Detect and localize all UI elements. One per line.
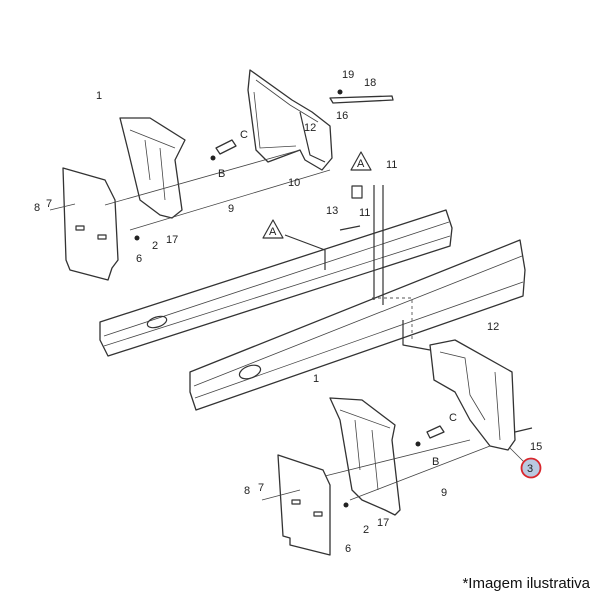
callout-12: 12 [487, 321, 499, 333]
bolt-11 [339, 225, 361, 231]
svg-text:3: 3 [527, 463, 533, 475]
callout-6: 6 [136, 253, 142, 265]
callout-8: 8 [34, 202, 40, 214]
callout-11: 11 [359, 207, 370, 219]
top-callouts: 1 19 18 16 12 C B 11 10 9 13 11 8 7 2 17… [34, 69, 397, 265]
callout-7: 7 [258, 482, 264, 494]
callout-19: 19 [342, 69, 354, 81]
clip-C-top [215, 139, 237, 155]
callout-C: C [449, 412, 457, 424]
callout-11: 11 [386, 159, 397, 171]
callout-8: 8 [244, 485, 250, 497]
callout-9: 9 [441, 487, 447, 499]
clip-C-bottom [426, 425, 445, 439]
callout-15: 15 [530, 441, 542, 453]
rod-18-top [329, 95, 394, 104]
callout-B: B [432, 456, 439, 468]
bolt-15 [514, 427, 533, 433]
callout-16: 16 [336, 110, 348, 122]
callout-1: 1 [96, 90, 102, 102]
bracket-1-bottom [329, 397, 401, 516]
callout-7: 7 [46, 198, 52, 210]
callout-10: 10 [288, 177, 300, 189]
mudflap-6-bottom [277, 454, 331, 556]
callout-2: 2 [363, 524, 369, 536]
svg-text:A: A [269, 226, 277, 238]
nut-2-top [134, 235, 140, 241]
callout-B: B [218, 168, 225, 180]
nut-B-bottom [415, 441, 421, 447]
bottom-callouts: 12 1 C B 15 9 8 7 2 17 6 [244, 321, 542, 555]
section-marker-A-left: A [262, 219, 284, 239]
callout-1: 1 [313, 373, 319, 385]
plate-13 [351, 185, 363, 199]
callout-6: 6 [345, 543, 351, 555]
callout-17: 17 [377, 517, 389, 529]
nut-2-bottom [343, 502, 349, 508]
callout-C: C [240, 129, 248, 141]
bolt-19 [337, 89, 343, 95]
leader-A-top [284, 234, 326, 270]
nut-B-top [210, 155, 216, 161]
callout-18: 18 [364, 77, 376, 89]
callout-9: 9 [228, 203, 234, 215]
mudflap-6-top [62, 167, 119, 281]
bracket-10-top [247, 69, 333, 171]
callout-12: 12 [304, 122, 316, 134]
callout-2: 2 [152, 240, 158, 252]
frame-rail-right [189, 239, 526, 411]
svg-text:A: A [357, 158, 365, 170]
bracket-3-bottom [429, 339, 516, 451]
illustrative-image-note: *Imagem ilustrativa [462, 575, 590, 592]
callout-3-highlighted[interactable]: 3 [509, 447, 542, 479]
callout-17: 17 [166, 234, 178, 246]
callout-13: 13 [326, 205, 338, 217]
bracket-1-top [119, 117, 186, 219]
section-marker-A-top: A [350, 151, 372, 171]
frame-rail-left [99, 209, 453, 357]
